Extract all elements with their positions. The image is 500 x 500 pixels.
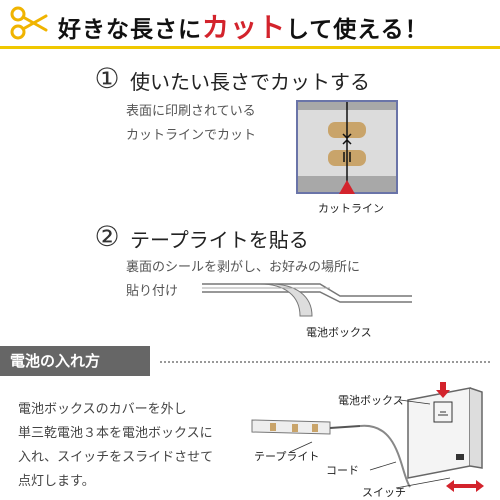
step-1-number: ①: [94, 62, 120, 95]
scissors-icon: [10, 6, 48, 40]
page-title: 好きな長さにカットして使える！: [58, 13, 429, 44]
tape-peel-illustration: [202, 283, 412, 317]
step-1-text: 表面に印刷されている カットラインでカット: [126, 104, 257, 143]
step-2-title: テープライトを貼る: [130, 228, 309, 252]
title-banner: [0, 0, 500, 49]
battery-instructions: 電池ボックスのカバーを外し 単三乾電池３本を電池ボックスに 入れ、スイッチをスラ…: [18, 402, 214, 489]
step-2-text: 裏面のシールを剥がし、お好みの場所に 貼り付け: [126, 260, 361, 299]
cut-line-callout: カットライン: [318, 202, 384, 215]
title-highlight: カット: [202, 13, 286, 44]
step-2-number: ②: [94, 220, 120, 253]
battery-box-diagram: [251, 382, 484, 492]
cut-line-illustration: [296, 100, 398, 194]
section-title: 電池の入れ方: [0, 346, 150, 376]
step-1-title: 使いたい長さでカットする: [130, 70, 370, 94]
battery-box-label: 電池ボックス: [338, 394, 404, 407]
cord-label: コード: [326, 464, 359, 477]
tape-light-label: テープライト: [254, 450, 320, 463]
battery-box-callout: 電池ボックス: [306, 326, 372, 339]
switch-label: スイッチ: [362, 486, 406, 499]
section-divider: [160, 361, 490, 363]
